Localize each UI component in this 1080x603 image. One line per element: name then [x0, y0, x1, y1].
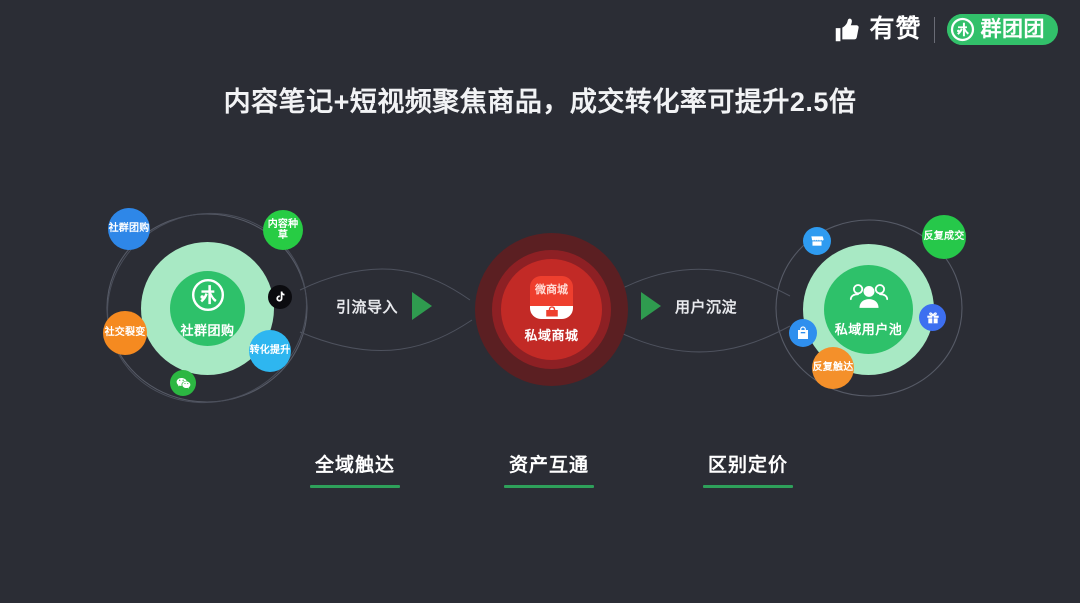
bubble-label: 反复触达	[812, 362, 854, 374]
middle-node-label: 私域商城	[524, 327, 579, 343]
bubble-fanfu-chuda[interactable]: 反复触达	[812, 347, 854, 389]
app-icon-text: 微商城	[535, 283, 568, 296]
right-node-label: 私域用户池	[834, 322, 903, 337]
middle-node-core[interactable]: 微商城 私域商城	[501, 259, 602, 360]
right-node-core[interactable]: 私域用户池	[824, 265, 913, 354]
bubble-neirong-zhongcao[interactable]: 内容种草	[263, 210, 303, 250]
weishangcheng-app-icon: 微商城	[530, 275, 573, 319]
bubble-zhuanhua-tisheng[interactable]: 转化提升	[249, 330, 291, 372]
footer-label-3[interactable]: 区别定价	[703, 450, 793, 495]
users-group-icon	[849, 281, 889, 316]
shopping-bag-icon[interactable]	[789, 319, 817, 347]
footer-label-text: 资产互通	[508, 455, 589, 476]
flow-diagram: 社群团购 社群团购 内容种草 社交裂变 转化提升	[0, 180, 1080, 440]
bubble-shejiao-liebian[interactable]: 社交裂变	[103, 311, 147, 355]
bubble-shequn-tuangou[interactable]: 社群团购	[108, 208, 150, 250]
arrow-group-1: 引流导入	[336, 292, 433, 320]
gift-icon[interactable]	[919, 304, 946, 331]
brand-divider	[933, 16, 935, 43]
store-icon[interactable]	[803, 227, 831, 255]
thumbs-up-icon	[832, 15, 862, 45]
qtt-logo-icon	[946, 14, 978, 45]
footer-label-1[interactable]: 全域触达	[310, 450, 400, 495]
tiktok-icon[interactable]	[268, 285, 292, 309]
page-title: 内容笔记+短视频聚焦商品，成交转化率可提升2.5倍	[223, 87, 857, 117]
bubble-label: 社群团购	[108, 223, 150, 235]
left-node-core[interactable]: 社群团购	[170, 271, 245, 346]
footer-label-text: 区别定价	[707, 455, 788, 476]
footer-label-2[interactable]: 资产互通	[504, 450, 594, 495]
arrow-label-2: 用户沉淀	[675, 298, 738, 316]
brand-bar: 有赞 群团团	[832, 14, 1058, 45]
footer-label-row: 全域触达 资产互通 区别定价	[0, 450, 1080, 496]
partner-logo: 群团团	[946, 14, 1058, 45]
partner-badge: 群团团	[946, 14, 1058, 45]
footer-label-text: 全域触达	[314, 455, 395, 476]
arrow-group-2: 用户沉淀	[641, 292, 737, 320]
brand-name: 有赞	[869, 15, 922, 43]
youzan-logo: 有赞	[832, 15, 921, 45]
arrow-right-icon	[641, 292, 661, 320]
bubble-label: 内容种草	[267, 218, 299, 241]
qtt-logo-icon	[191, 278, 225, 317]
wechat-icon[interactable]	[170, 370, 196, 396]
bubble-label: 社交裂变	[104, 327, 146, 339]
left-node-label: 社群团购	[180, 323, 235, 338]
bubble-label: 反复成交	[923, 231, 965, 243]
bubble-label: 转化提升	[249, 345, 291, 357]
bubble-fanfu-chengjiao[interactable]: 反复成交	[922, 215, 966, 259]
arrow-right-icon	[412, 292, 433, 320]
footer-underline	[703, 485, 793, 488]
footer-underline	[504, 485, 594, 488]
arrow-label-1: 引流导入	[336, 298, 399, 316]
partner-name: 群团团	[980, 18, 1045, 41]
footer-underline	[310, 485, 400, 488]
